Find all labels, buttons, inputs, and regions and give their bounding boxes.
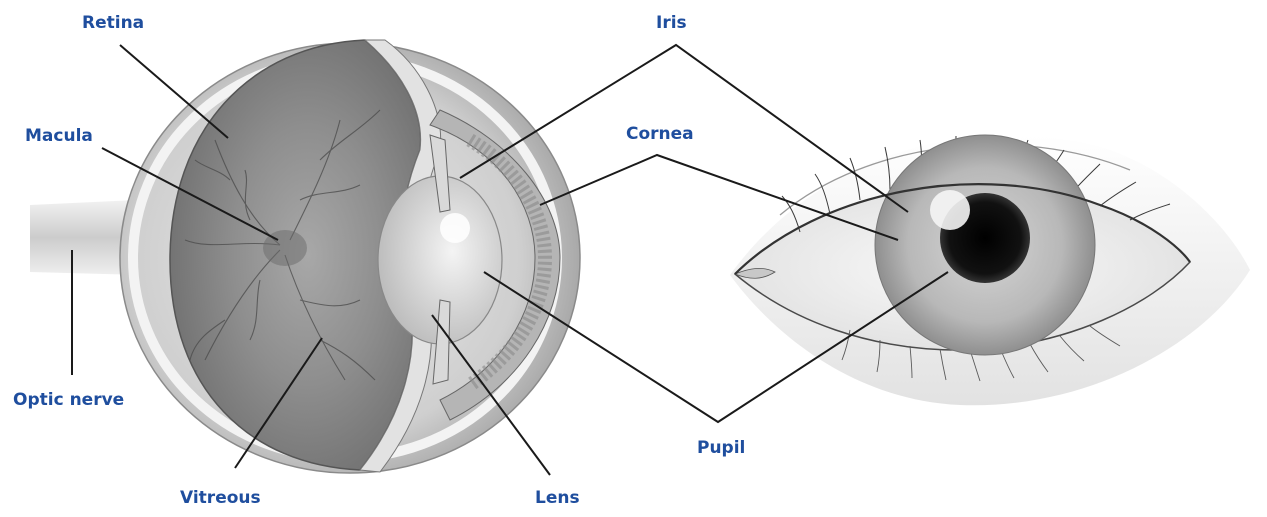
label-iris: Iris	[656, 13, 687, 33]
label-pupil: Pupil	[697, 438, 745, 458]
label-cornea: Cornea	[626, 124, 694, 144]
label-lens: Lens	[535, 488, 580, 508]
label-vitreous: Vitreous	[180, 488, 261, 508]
label-retina: Retina	[82, 13, 144, 33]
eye-highlight	[930, 190, 970, 230]
lens-highlight	[440, 213, 470, 243]
label-optic-nerve: Optic nerve	[13, 390, 124, 410]
label-macula: Macula	[25, 126, 93, 146]
external-eye	[730, 135, 1250, 405]
